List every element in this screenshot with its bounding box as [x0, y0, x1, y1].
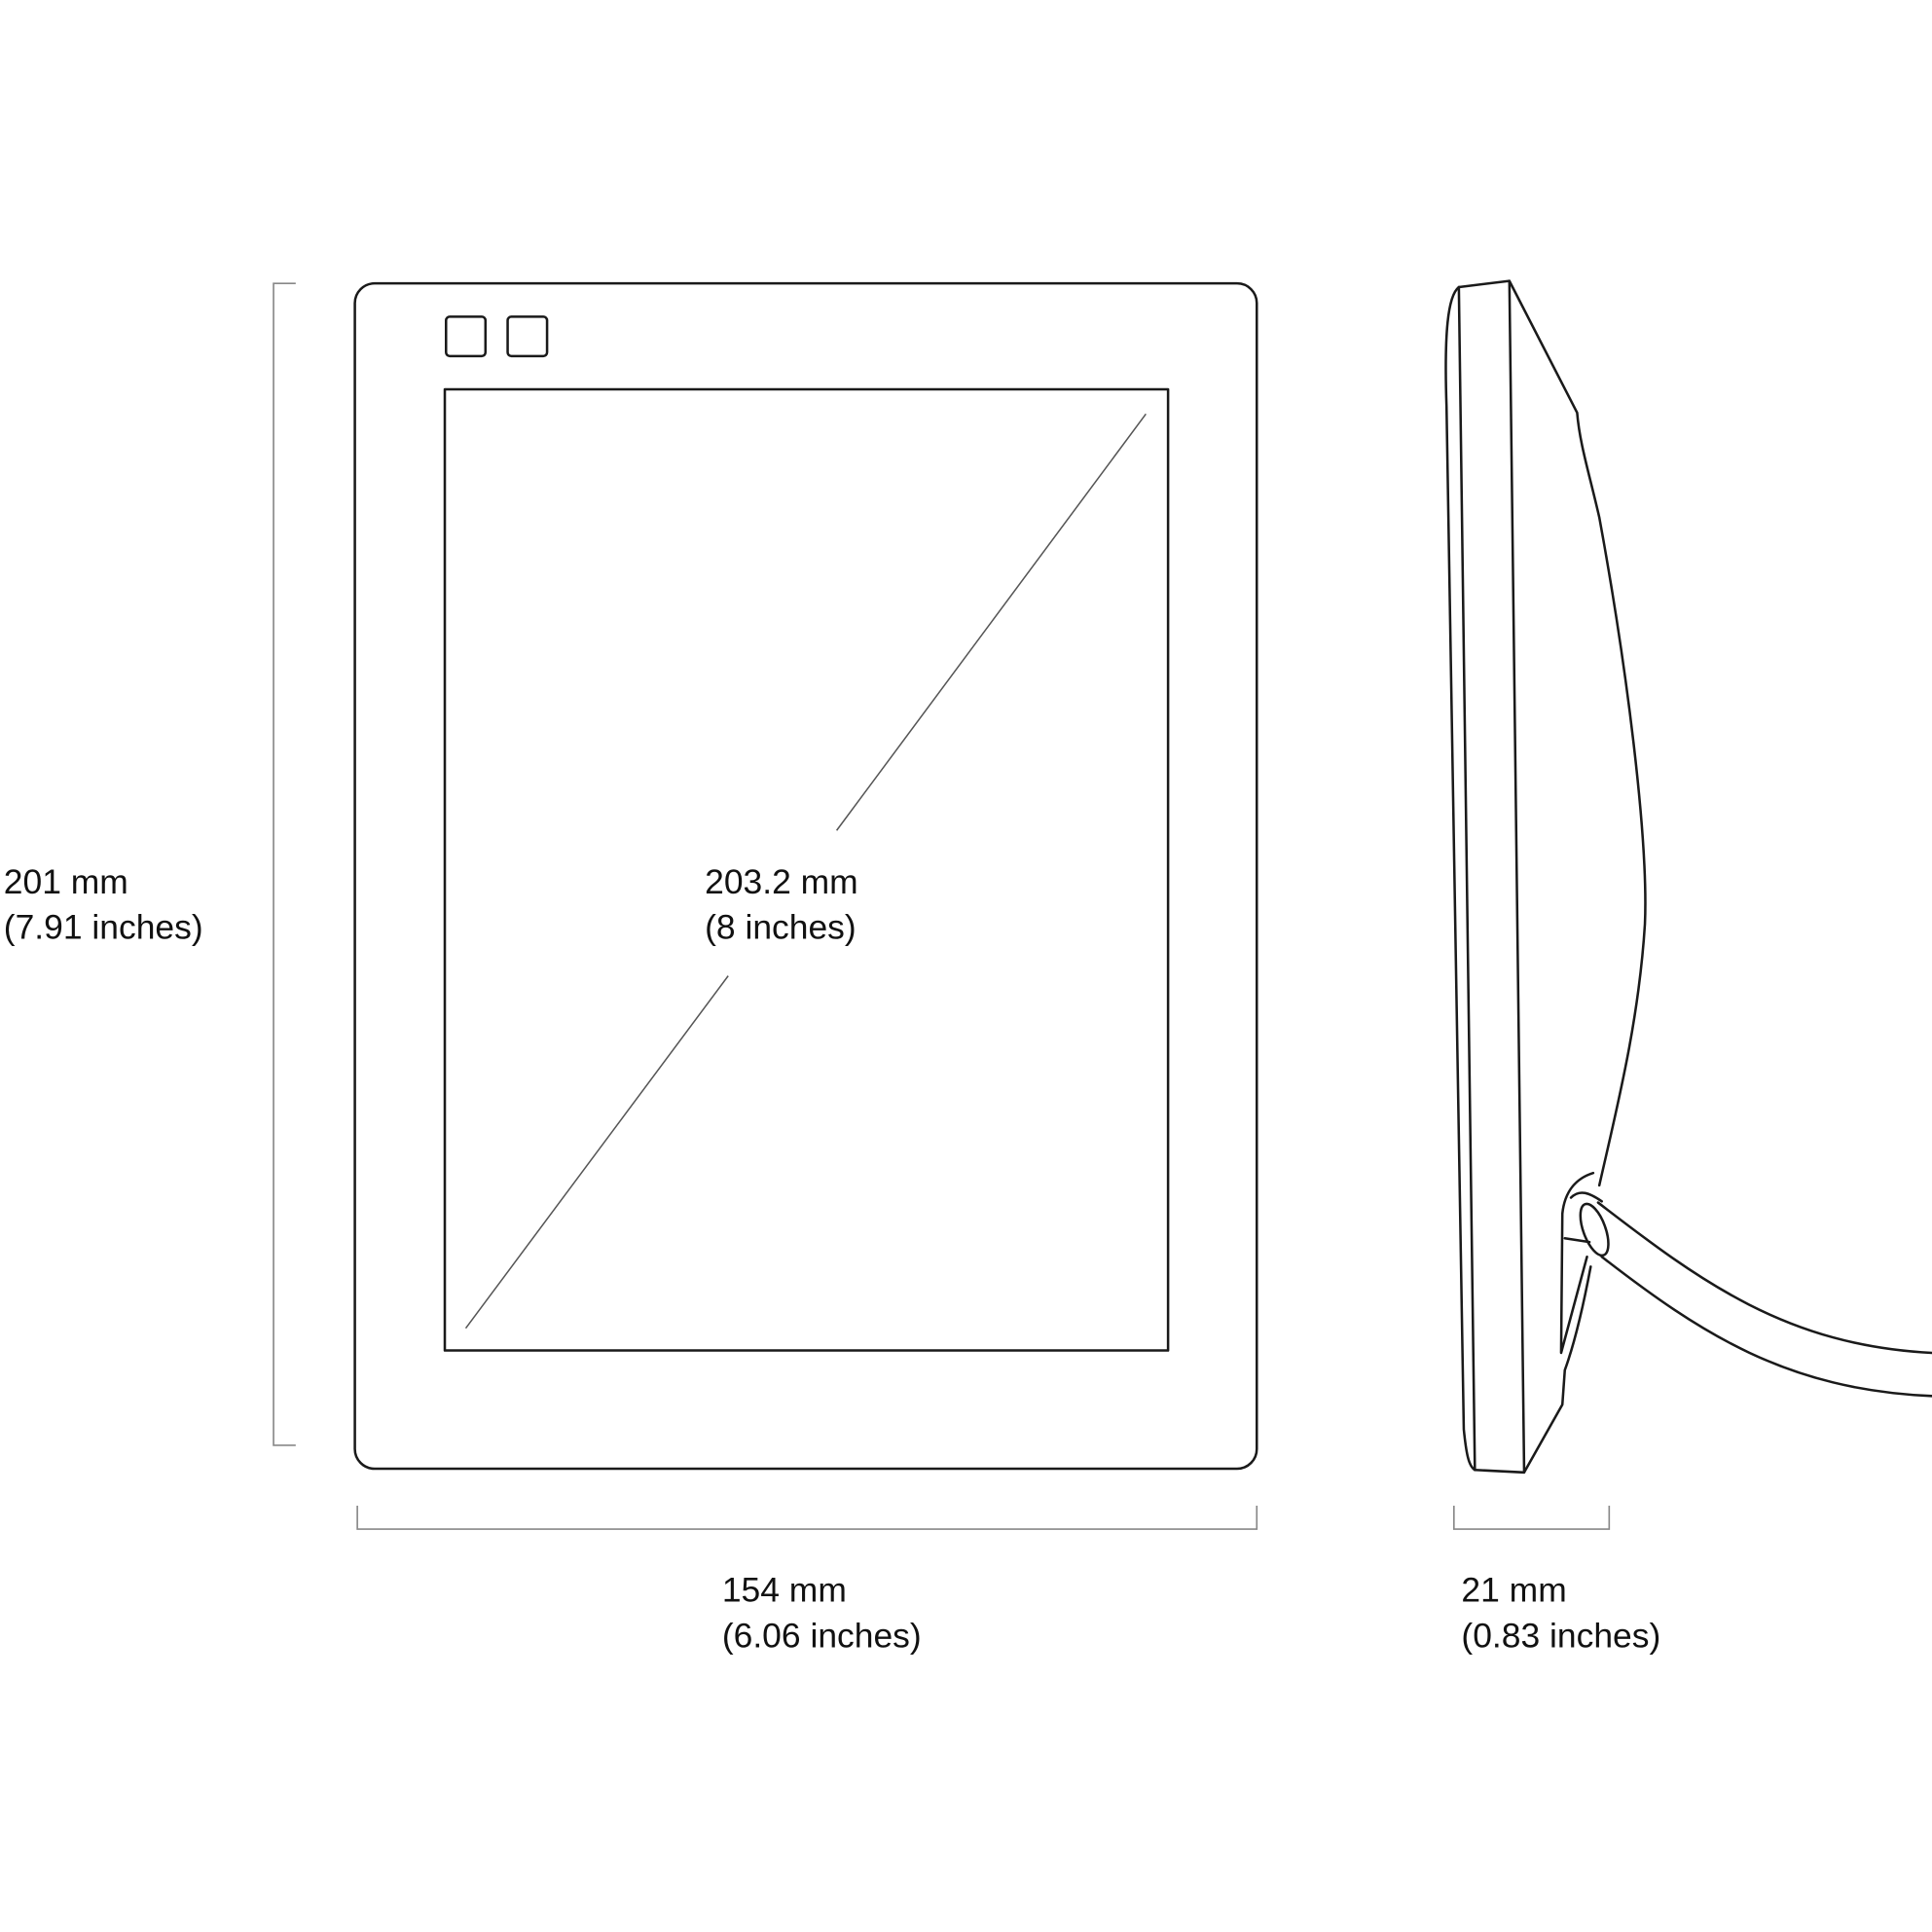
diagonal-inches-label: (8 inches)	[705, 908, 857, 947]
depth-inches-label: (0.83 inches)	[1461, 1617, 1660, 1656]
button-icon	[445, 315, 488, 358]
side-back-contour	[1508, 279, 1647, 1187]
cable-top-edge	[1596, 1201, 1932, 1355]
height-dimension-bracket	[273, 282, 296, 1446]
width-mm-label: 154 mm	[722, 1571, 847, 1610]
depth-mm-label: 21 mm	[1461, 1571, 1566, 1610]
cable-bottom-edge	[1600, 1255, 1932, 1398]
device-outer-frame	[353, 281, 1258, 1471]
diagonal-line-upper	[835, 413, 1147, 831]
width-inches-label: (6.06 inches)	[722, 1617, 922, 1656]
port-recess	[1559, 1171, 1595, 1355]
button-icon	[506, 315, 549, 358]
diagonal-mm-label: 203.2 mm	[705, 862, 858, 901]
depth-dimension-bracket	[1452, 1505, 1611, 1530]
diagonal-line-lower	[464, 975, 729, 1330]
cable-connector	[1579, 1202, 1610, 1258]
height-inches-label: (7.91 inches)	[4, 908, 203, 947]
height-mm-label: 201 mm	[4, 862, 128, 901]
width-dimension-bracket	[356, 1505, 1258, 1530]
front-view	[353, 281, 1258, 1471]
screen-area	[443, 387, 1170, 1352]
side-view	[1444, 279, 1932, 1475]
side-front-edge	[1444, 285, 1476, 1472]
